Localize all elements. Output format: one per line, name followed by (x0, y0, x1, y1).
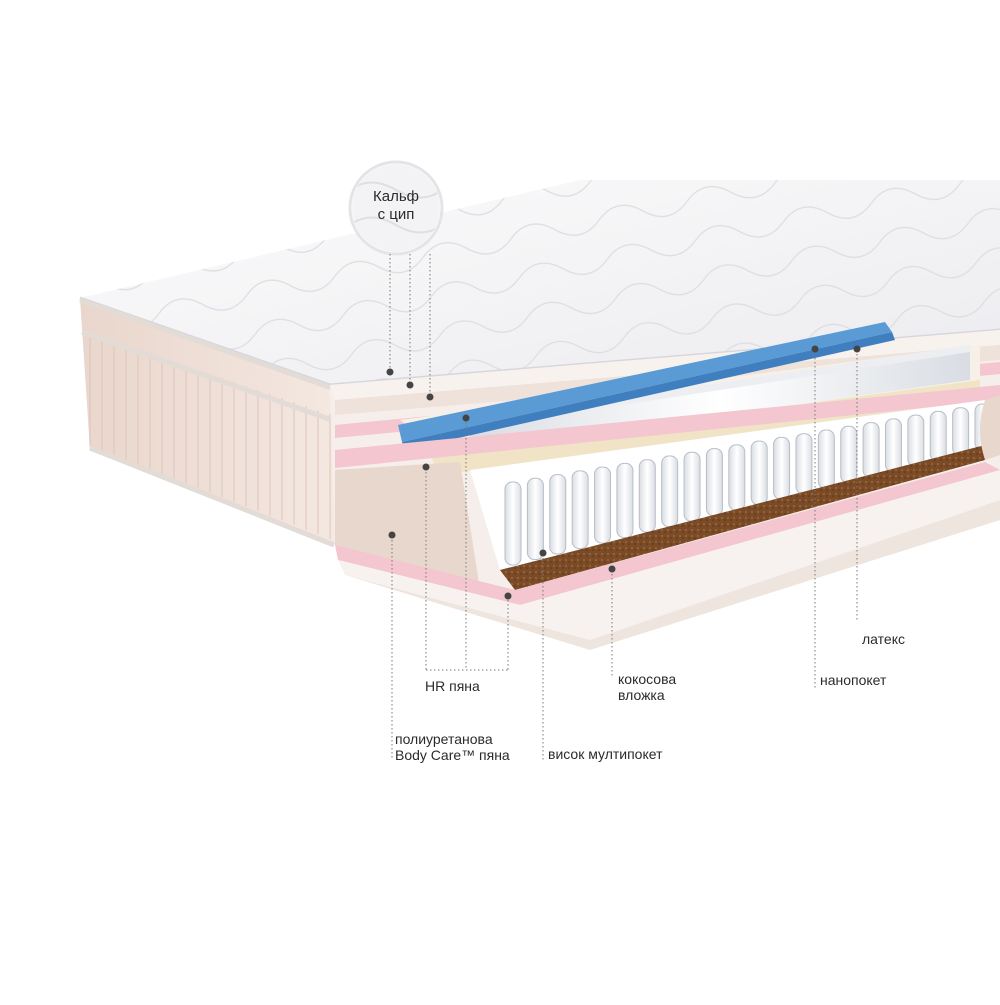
marker-dots (386, 345, 861, 600)
label-coco-line2: вложка (618, 687, 665, 703)
spring-pocket (795, 433, 813, 495)
leader-lines (389, 254, 858, 760)
label-coco-line1: кокосова (618, 671, 677, 687)
label-body-care-line1: полиуретанова (395, 731, 493, 747)
spring-pocket (884, 418, 902, 473)
spring-pocket (840, 425, 858, 484)
label-coco: кокосова вложка (618, 671, 676, 703)
label-latex: латекс (862, 631, 905, 647)
spring-pocket (571, 470, 589, 550)
dot-bodycare (388, 531, 396, 539)
spring-pocket (661, 455, 679, 528)
cross-section (330, 322, 1000, 650)
dot-multipocket (539, 549, 547, 557)
dot-cover-2 (406, 381, 414, 389)
callout-line-2: с цип (377, 206, 415, 223)
callout-line-1: Кальф (373, 188, 419, 205)
spring-pocket (504, 481, 522, 566)
label-nanopocket: нанопокет (820, 672, 887, 688)
spring-pocket (817, 429, 835, 489)
spring-pocket (549, 474, 567, 555)
spring-pocket (952, 407, 970, 456)
label-body-care-line2: Body Care™ пяна (395, 747, 510, 763)
spring-pocket (750, 440, 768, 506)
dot-cover-3 (426, 393, 434, 401)
blue-foam-layer (398, 322, 892, 442)
spring-pocket (862, 422, 880, 478)
dot-latex (853, 345, 861, 353)
mattress-side (79, 297, 335, 548)
spring-pocket (616, 462, 634, 539)
spring-pocket (683, 451, 701, 522)
dot-hr-3 (504, 592, 512, 600)
dot-coco (608, 565, 616, 573)
spring-pocket (907, 414, 925, 467)
spring-pocket (929, 410, 947, 462)
spring-pocket (705, 448, 723, 517)
body-care-foam (335, 462, 480, 590)
dot-hr-2 (462, 414, 470, 422)
cover-callout-bubble (348, 160, 444, 256)
cover-callout-text: Кальф с цип (352, 188, 440, 224)
label-body-care: полиуретанова Body Care™ пяна (395, 731, 510, 763)
spring-pocket (728, 444, 746, 511)
dot-cover-1 (386, 368, 394, 376)
spring-pocket (594, 466, 612, 544)
label-hr-foam: HR пяна (425, 678, 480, 694)
spring-pocket (638, 459, 656, 533)
dot-hr-1 (422, 463, 430, 471)
label-multipocket: висок мултипокет (548, 746, 663, 762)
spring-pocket (526, 477, 544, 561)
multipocket-springs (470, 400, 992, 570)
dot-nanopocket (811, 345, 819, 353)
coconut-layer (500, 445, 985, 590)
spring-pocket (773, 436, 791, 500)
